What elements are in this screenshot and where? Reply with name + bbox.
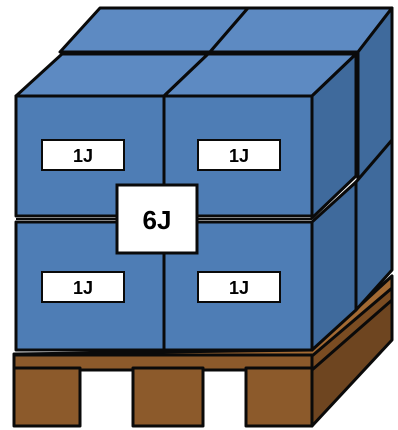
unit-label-top-left: 1J — [42, 140, 124, 170]
unit-label-text: 1J — [73, 146, 93, 166]
pallet-label: 6J — [117, 185, 197, 253]
unit-label-bottom-left: 1J — [42, 272, 124, 302]
pallet-block-right — [246, 368, 312, 426]
unit-label-text: 1J — [229, 146, 249, 166]
unit-label-text: 1J — [73, 278, 93, 298]
unit-label-text: 1J — [229, 278, 249, 298]
pallet-block-left — [14, 368, 80, 426]
pallet-block-middle — [133, 368, 203, 426]
unit-label-top-right: 1J — [198, 140, 280, 170]
pallet-label-text: 6J — [143, 205, 172, 235]
unit-label-bottom-right: 1J — [198, 272, 280, 302]
